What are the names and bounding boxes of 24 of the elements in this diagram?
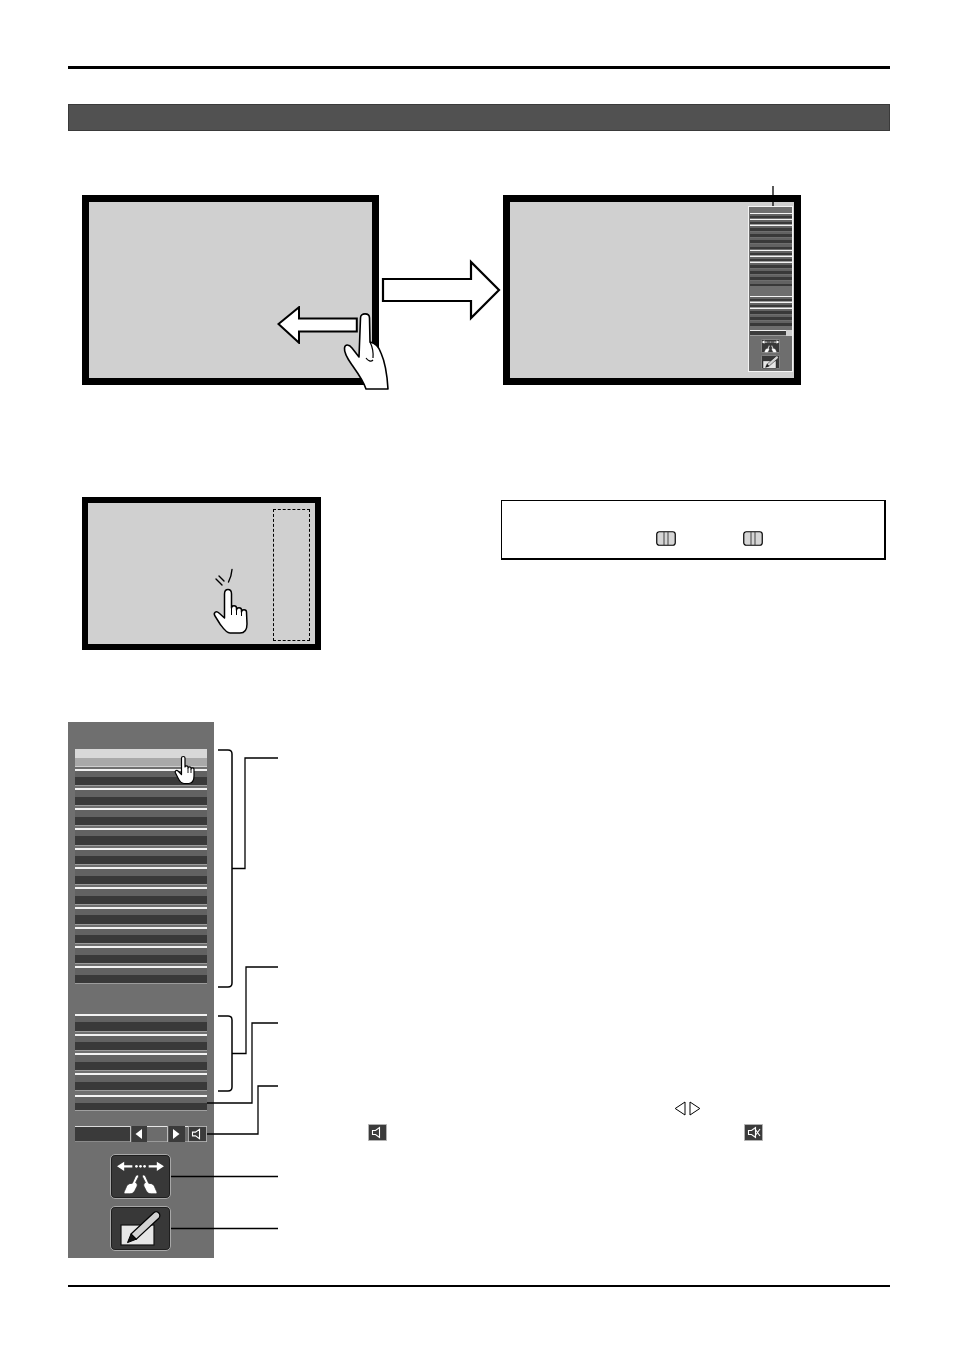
- side-menu-panel: [748, 206, 793, 372]
- side-menu-panel: [68, 722, 214, 1258]
- volume-control-bar: [75, 1126, 207, 1142]
- bracket: [217, 749, 233, 988]
- leader-line: [206, 1085, 279, 1135]
- icon-button: [110, 1206, 171, 1251]
- note-box: [501, 500, 886, 560]
- menu-item-list: [750, 213, 792, 287]
- leader-line: [170, 1175, 279, 1178]
- display-screen: [82, 497, 321, 650]
- leader-line: [170, 1227, 279, 1230]
- block-arrow: [381, 259, 501, 321]
- menu-row: [75, 1095, 207, 1111]
- leader-line: [232, 966, 279, 1055]
- menu-item-list: [75, 1014, 207, 1093]
- leader-line: [232, 757, 279, 870]
- menu-item-list: [75, 749, 207, 986]
- display-screen: [82, 195, 379, 385]
- menu-item-list: [750, 296, 792, 327]
- bracket: [217, 1015, 233, 1092]
- leader-line: [206, 1022, 279, 1104]
- display-screen: [503, 195, 801, 385]
- section-heading-bar: [68, 104, 890, 131]
- leader-line: [772, 185, 774, 207]
